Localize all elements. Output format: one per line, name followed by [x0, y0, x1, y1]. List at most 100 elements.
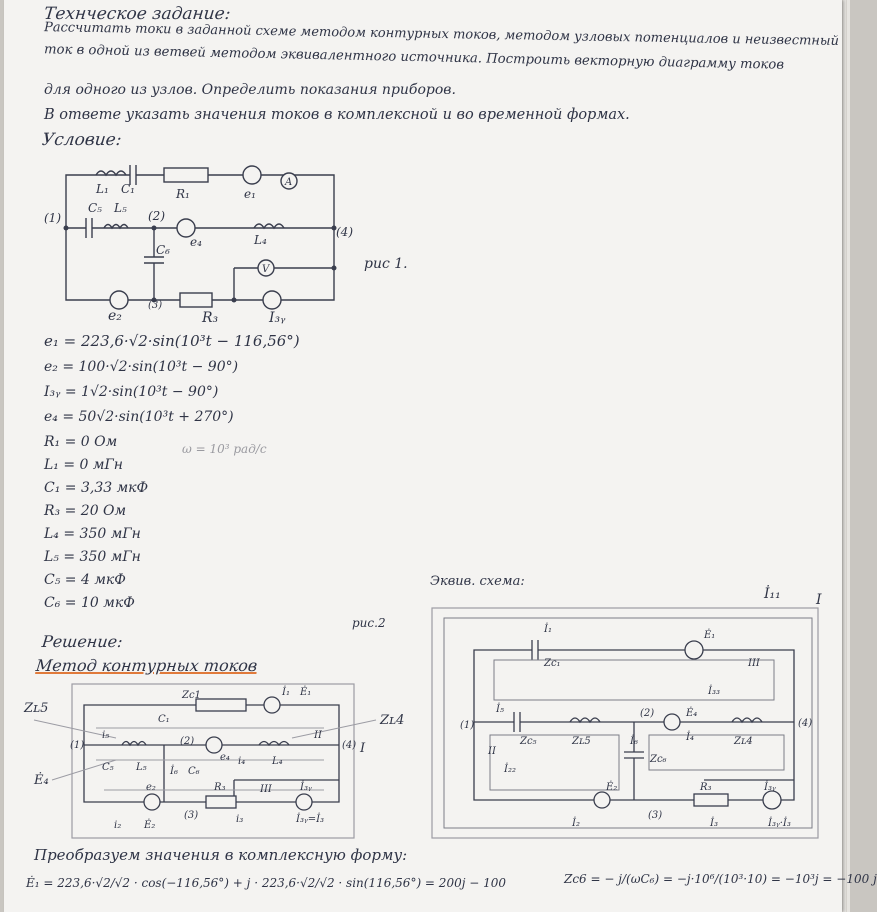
fig2-label: İ₃ᵧ [299, 781, 312, 793]
fig3-label: İ₃₃ [707, 685, 720, 697]
fig2-label: L₅ [135, 762, 147, 773]
given-value: e₄ = 50√2·sin(10³t + 270°) [44, 409, 234, 425]
fig1-label: V [262, 264, 271, 275]
paper-stack-edge [846, 0, 850, 912]
fig2-label: Zʟ4 [379, 713, 404, 728]
fig3-label: İ₂₂ [503, 763, 516, 775]
task-line: В ответе указать значения токов в компле… [44, 107, 630, 123]
given-value: L₄ = 350 мГн [44, 526, 141, 542]
fig2-label: (1) [70, 740, 84, 751]
fig1-label: C₅ [88, 201, 102, 215]
circuit-figure-3: İ₁₁ I İ₁ Ė₁ Zc₁ III İ₃₃ İ₅ (1) Zc₅ Zʟ5 (… [431, 584, 822, 839]
fig3-label: Zc₆ [649, 754, 667, 765]
fig2-label: Ė₂ [143, 819, 155, 831]
given-value: C₆ = 10 мкФ [44, 595, 135, 611]
given-value: R₃ = 20 Ом [44, 503, 127, 519]
task-line: для одного из узлов. Определить показани… [44, 82, 456, 98]
omega-note: ω = 10³ рад/с [182, 442, 267, 456]
fig3-label: (2) [640, 708, 654, 719]
fig1-label: L₁ [95, 182, 109, 196]
paper-stack-edge [842, 0, 846, 912]
handwritten-page: Технческое задание: Рассчитать токи в за… [4, 0, 877, 912]
fig2-label: III [259, 784, 273, 795]
fig3-label: Ė₄ [685, 707, 697, 719]
fig3-label: Zʟ4 [733, 736, 753, 747]
fig1-label: L₄ [253, 233, 267, 247]
fig1-label: A [284, 177, 292, 188]
fig3-label: I [815, 592, 822, 608]
fig2-label: i₂ [114, 820, 121, 831]
fig2-label: (3) [184, 810, 198, 821]
fig3-label: İ₅ [495, 703, 504, 715]
fig1-label: e₄ [190, 235, 202, 249]
fig1-label: L₅ [113, 201, 127, 215]
circuit-figure-1: L₁ C₁ R₁ e₁ A (1) C₅ L₅ (2) e₄ L₄ (4) C₆… [44, 165, 408, 326]
fig3-label: III [747, 658, 761, 669]
fig3-label: İ₁ [543, 623, 552, 635]
fig2-label: e₄ [220, 752, 230, 763]
fig1-label: C₆ [156, 243, 170, 257]
fig2-label: C₁ [158, 714, 170, 725]
fig3-label: Ė₁ [703, 629, 715, 641]
fig3-label: İ₃ᵧ [763, 781, 776, 793]
given-value: L₁ = 0 мГн [44, 457, 123, 473]
given-value: C₁ = 3,33 мкФ [44, 480, 149, 496]
fig3-label: İ₁₁ [763, 584, 781, 602]
fig2-label: İ₁ [281, 686, 290, 698]
fig2-label: Ė₄ [33, 771, 49, 788]
zc6-formula: Zc6 = − j/(ωC₆) = −j·10⁶/(10³·10) = −10³… [564, 872, 877, 886]
fig3-label: (3) [648, 810, 662, 821]
fig1-label: e₂ [108, 308, 122, 324]
fig1-label: C₁ [121, 182, 135, 196]
fig2-label: I [359, 741, 366, 756]
fig2-label: C₆ [188, 766, 200, 777]
given-value: R₁ = 0 Ом [44, 434, 118, 450]
fig1-label: (2) [148, 209, 165, 223]
fig1-label: (4) [336, 225, 353, 239]
fig1-label: e₁ [244, 187, 256, 201]
fig2-label: II [313, 730, 323, 741]
fig3-label: R₃ [699, 782, 712, 793]
fig3-label: İ₄ [685, 731, 694, 743]
fig3-label: İ₆ [629, 735, 638, 747]
fig2-label: e₂ [146, 782, 156, 793]
fig1-label: R₃ [201, 310, 219, 326]
transform-line: Преобразуем значения в комплексную форму… [34, 846, 408, 864]
fig1-label: (3) [148, 300, 162, 311]
fig2-caption: рис.2 [352, 616, 386, 630]
given-value: C₅ = 4 мкФ [44, 572, 126, 588]
fig2-label: Zʟ5 [23, 701, 48, 716]
fig1-label: (1) [44, 211, 61, 225]
fig2-label: C₅ [102, 762, 114, 773]
fig2-label: i₄ [238, 756, 245, 767]
given-value: e₂ = 100·√2·sin(10³t − 90°) [44, 359, 239, 375]
fig3-label: Zʟ5 [571, 736, 591, 747]
e1-complex-formula: Ė₁ = 223,6·√2/√2 · cos(−116,56°) + j · 2… [26, 876, 507, 890]
fig3-label: (4) [798, 718, 812, 729]
fig3-label: II [487, 746, 497, 757]
fig2-label: R₃ [213, 782, 226, 793]
fig1-label: R₁ [175, 187, 190, 201]
fig2-label: L₄ [271, 756, 283, 767]
fig3-label: İ₂ [571, 817, 580, 829]
circuit-figure-2: Zʟ5 Zc1 İ₁ Ė₁ C₁ (1) i₅ C₅ L₅ (2) e₄ i₄ … [23, 683, 404, 839]
fig1-label: I₃ᵧ [268, 310, 286, 326]
fig1-caption: рис 1. [364, 256, 408, 272]
fig2-label: Ė₁ [299, 686, 311, 698]
fig2-label: i₃ [236, 814, 243, 825]
fig3-label: Ė₂ [605, 781, 617, 793]
given-value: I₃ᵧ = 1√2·sin(10³t − 90°) [44, 384, 219, 400]
fig3-label: Zc₁ [543, 658, 561, 669]
fig2-label: İ₃ᵧ=İ₃ [295, 813, 324, 825]
given-value: e₁ = 223,6·√2·sin(10³t − 116,56°) [44, 332, 300, 350]
fig2-label: (2) [180, 736, 194, 747]
fig2-label: i₅ [102, 730, 109, 741]
fig2-label: İ₆ [169, 765, 178, 777]
fig3-label: (1) [460, 720, 474, 731]
fig3-label: İ₃ᵧ·İ₃ [767, 817, 791, 829]
equiv-heading: Эквив. схема: [430, 574, 525, 589]
fig3-label: İ₃ [709, 817, 718, 829]
fig3-label: Zc₅ [519, 736, 537, 747]
fig2-label: (4) [342, 740, 356, 751]
given-value: L₅ = 350 мГн [44, 549, 141, 565]
